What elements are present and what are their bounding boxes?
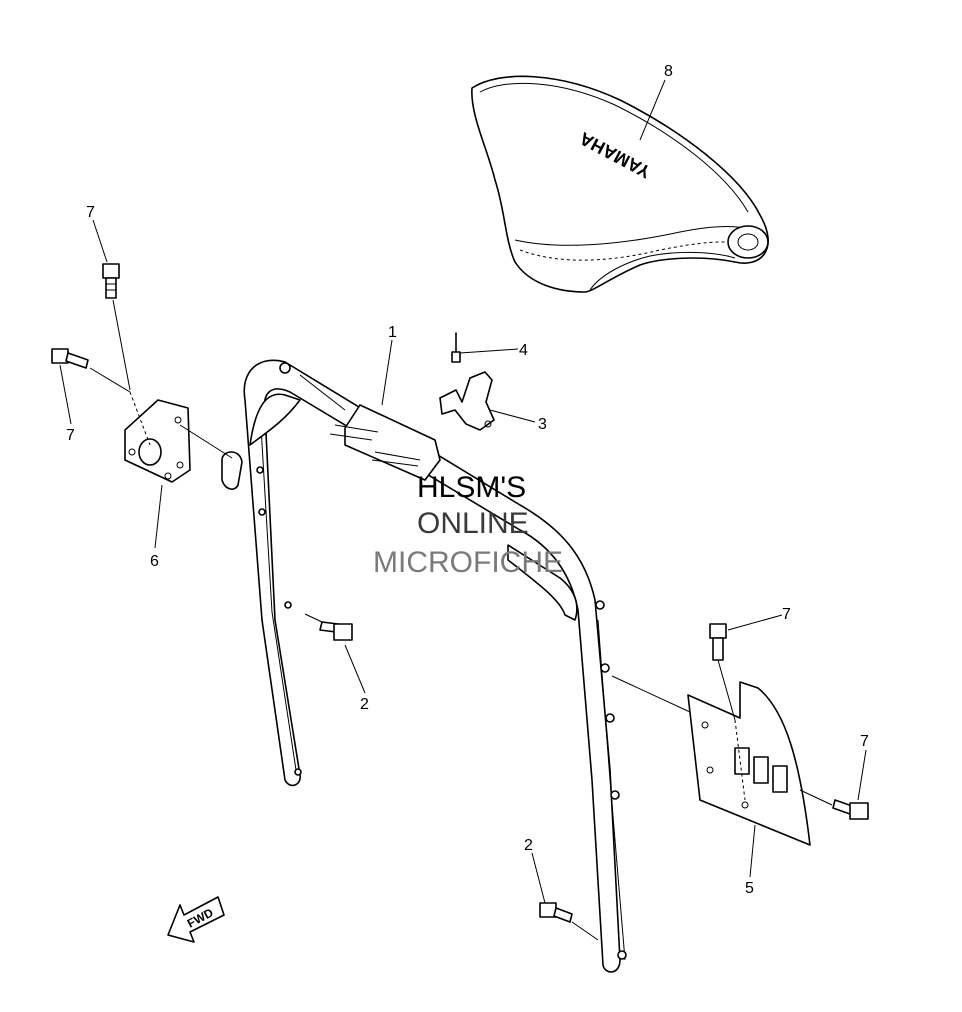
- bolt-2-lower-right[interactable]: [539, 902, 573, 923]
- clip-part[interactable]: [439, 371, 495, 431]
- bolt-7-right-side[interactable]: [832, 799, 869, 820]
- callout-7-top-left: 7: [86, 204, 95, 221]
- leader-lines: [59, 79, 867, 904]
- bolt-7-right-top[interactable]: [709, 623, 727, 661]
- watermark-line3: MICROFICHE: [373, 546, 563, 579]
- bolt-7-top-left[interactable]: [102, 263, 120, 299]
- callout-numbers: 8 1 4 3 7 7 6 2 2 7 7 5: [66, 63, 869, 897]
- bolt-2-upper-left[interactable]: [319, 621, 353, 641]
- watermark: HLSM'S ONLINE MICROFICHE: [373, 471, 563, 579]
- callout-5: 5: [745, 880, 754, 897]
- assembly-lines: [89, 299, 833, 941]
- callout-7-right-top: 7: [782, 606, 791, 623]
- left-bracket-part[interactable]: [124, 399, 191, 483]
- callout-3: 3: [538, 416, 547, 433]
- bolt-7-mid-left[interactable]: [51, 348, 89, 369]
- callout-2-upper-left: 2: [360, 696, 369, 713]
- watermark-line2: ONLINE: [417, 507, 529, 540]
- fwd-arrow: FWD: [167, 896, 225, 943]
- handle-pole-part[interactable]: [221, 359, 627, 973]
- callout-1: 1: [388, 324, 397, 341]
- watermark-line1: HLSM'S: [417, 471, 526, 504]
- callout-2-lower-right: 2: [524, 837, 533, 854]
- rivet-part[interactable]: [451, 332, 461, 363]
- callout-6: 6: [150, 553, 159, 570]
- callout-4: 4: [519, 342, 528, 359]
- callout-7-right-side: 7: [860, 733, 869, 750]
- callout-7-mid-left: 7: [66, 427, 75, 444]
- seat-part[interactable]: YAMAHA: [471, 75, 769, 293]
- callout-8: 8: [664, 63, 673, 80]
- right-plate-part[interactable]: [687, 681, 811, 846]
